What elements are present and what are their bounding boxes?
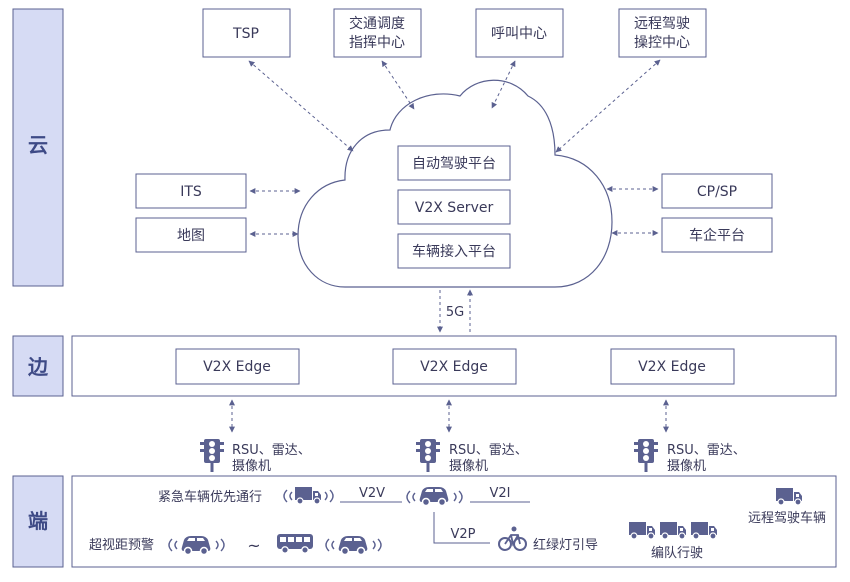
terminal-container xyxy=(71,475,837,568)
v2x-edge-box-1 xyxy=(175,348,300,385)
platooning-label: 编队行驶 xyxy=(651,546,703,561)
vehicle-access-box xyxy=(397,233,511,269)
layer-cloud-band xyxy=(12,8,64,287)
traffic-dispatch-label-1: 交通调度 xyxy=(349,15,405,32)
traffic-light-icon xyxy=(634,439,658,472)
v2v-label: V2V xyxy=(359,486,385,501)
v2p-label: V2P xyxy=(450,527,475,542)
roadside-label-2-line1: RSU、雷达、 xyxy=(449,443,528,458)
roadside-label-3-line2: 摄像机 xyxy=(667,459,706,474)
remote-driving-center-label-1: 远程驾驶 xyxy=(634,16,690,32)
remote-driving-center-box xyxy=(618,8,707,58)
automaker-platform-label: 车企平台 xyxy=(689,227,745,244)
tilde-label: ~ xyxy=(247,536,260,555)
layer-cloud-label: 云 xyxy=(28,133,48,157)
cp-sp-label: CP/SP xyxy=(697,184,737,200)
traffic-light-icon xyxy=(200,439,224,472)
traffic-dispatch-label-2: 指挥中心 xyxy=(349,35,405,51)
call-center-label: 呼叫中心 xyxy=(491,26,547,42)
call-center-link xyxy=(491,60,516,109)
roadside-label-2-line2: 摄像机 xyxy=(449,459,488,474)
v2x-edge-label-2: V2X Edge xyxy=(420,359,488,375)
call-center-box xyxy=(475,8,564,58)
5g-label: 5G xyxy=(446,305,464,320)
beyond-visual-warning-label: 超视距预警 xyxy=(89,537,154,553)
tsp-link xyxy=(248,60,354,152)
traffic-light-icon xyxy=(416,439,440,472)
vehicle-access-label: 车辆接入平台 xyxy=(412,243,496,260)
autonomous-platform-box xyxy=(397,145,511,181)
its-label: ITS xyxy=(180,184,202,200)
emergency-priority-label: 紧急车辆优先通行 xyxy=(158,489,262,505)
v2x-edge-box-3 xyxy=(610,348,735,385)
v2i-label: V2I xyxy=(490,486,511,501)
automaker-platform-box xyxy=(661,217,773,253)
v2p-line xyxy=(433,512,490,544)
map-box xyxy=(135,217,247,253)
v2x-server-label: V2X Server xyxy=(415,200,494,216)
layer-terminal-label: 端 xyxy=(28,509,48,533)
its-box xyxy=(135,173,247,209)
autonomous-platform-label: 自动驾驶平台 xyxy=(412,156,496,172)
layer-edge-label: 边 xyxy=(27,355,49,379)
v2x-edge-label-1: V2X Edge xyxy=(203,359,271,375)
traffic-dispatch-link xyxy=(381,60,415,110)
v2x-edge-box-2 xyxy=(392,348,517,385)
tsp-box xyxy=(202,8,291,58)
roadside-label-1-line1: RSU、雷达、 xyxy=(232,443,311,458)
remote-driving-center-label-2: 操控中心 xyxy=(634,35,690,51)
layer-terminal-band xyxy=(12,475,64,568)
traffic-light-guidance-label: 红绿灯引导 xyxy=(533,537,598,553)
remote-driving-center-link xyxy=(555,59,661,153)
cloud-shape xyxy=(297,79,613,288)
v2x-server-box xyxy=(397,189,511,225)
v2x-edge-label-3: V2X Edge xyxy=(638,359,706,375)
traffic-dispatch-box xyxy=(333,8,422,58)
remote-driving-vehicle-label: 远程驾驶车辆 xyxy=(748,510,826,526)
map-label: 地图 xyxy=(177,228,205,244)
layer-edge-band xyxy=(12,335,64,397)
roadside-label-1-line2: 摄像机 xyxy=(232,459,271,474)
cp-sp-box xyxy=(661,173,773,209)
tsp-label: TSP xyxy=(232,26,259,42)
roadside-label-3-line1: RSU、雷达、 xyxy=(667,443,746,458)
